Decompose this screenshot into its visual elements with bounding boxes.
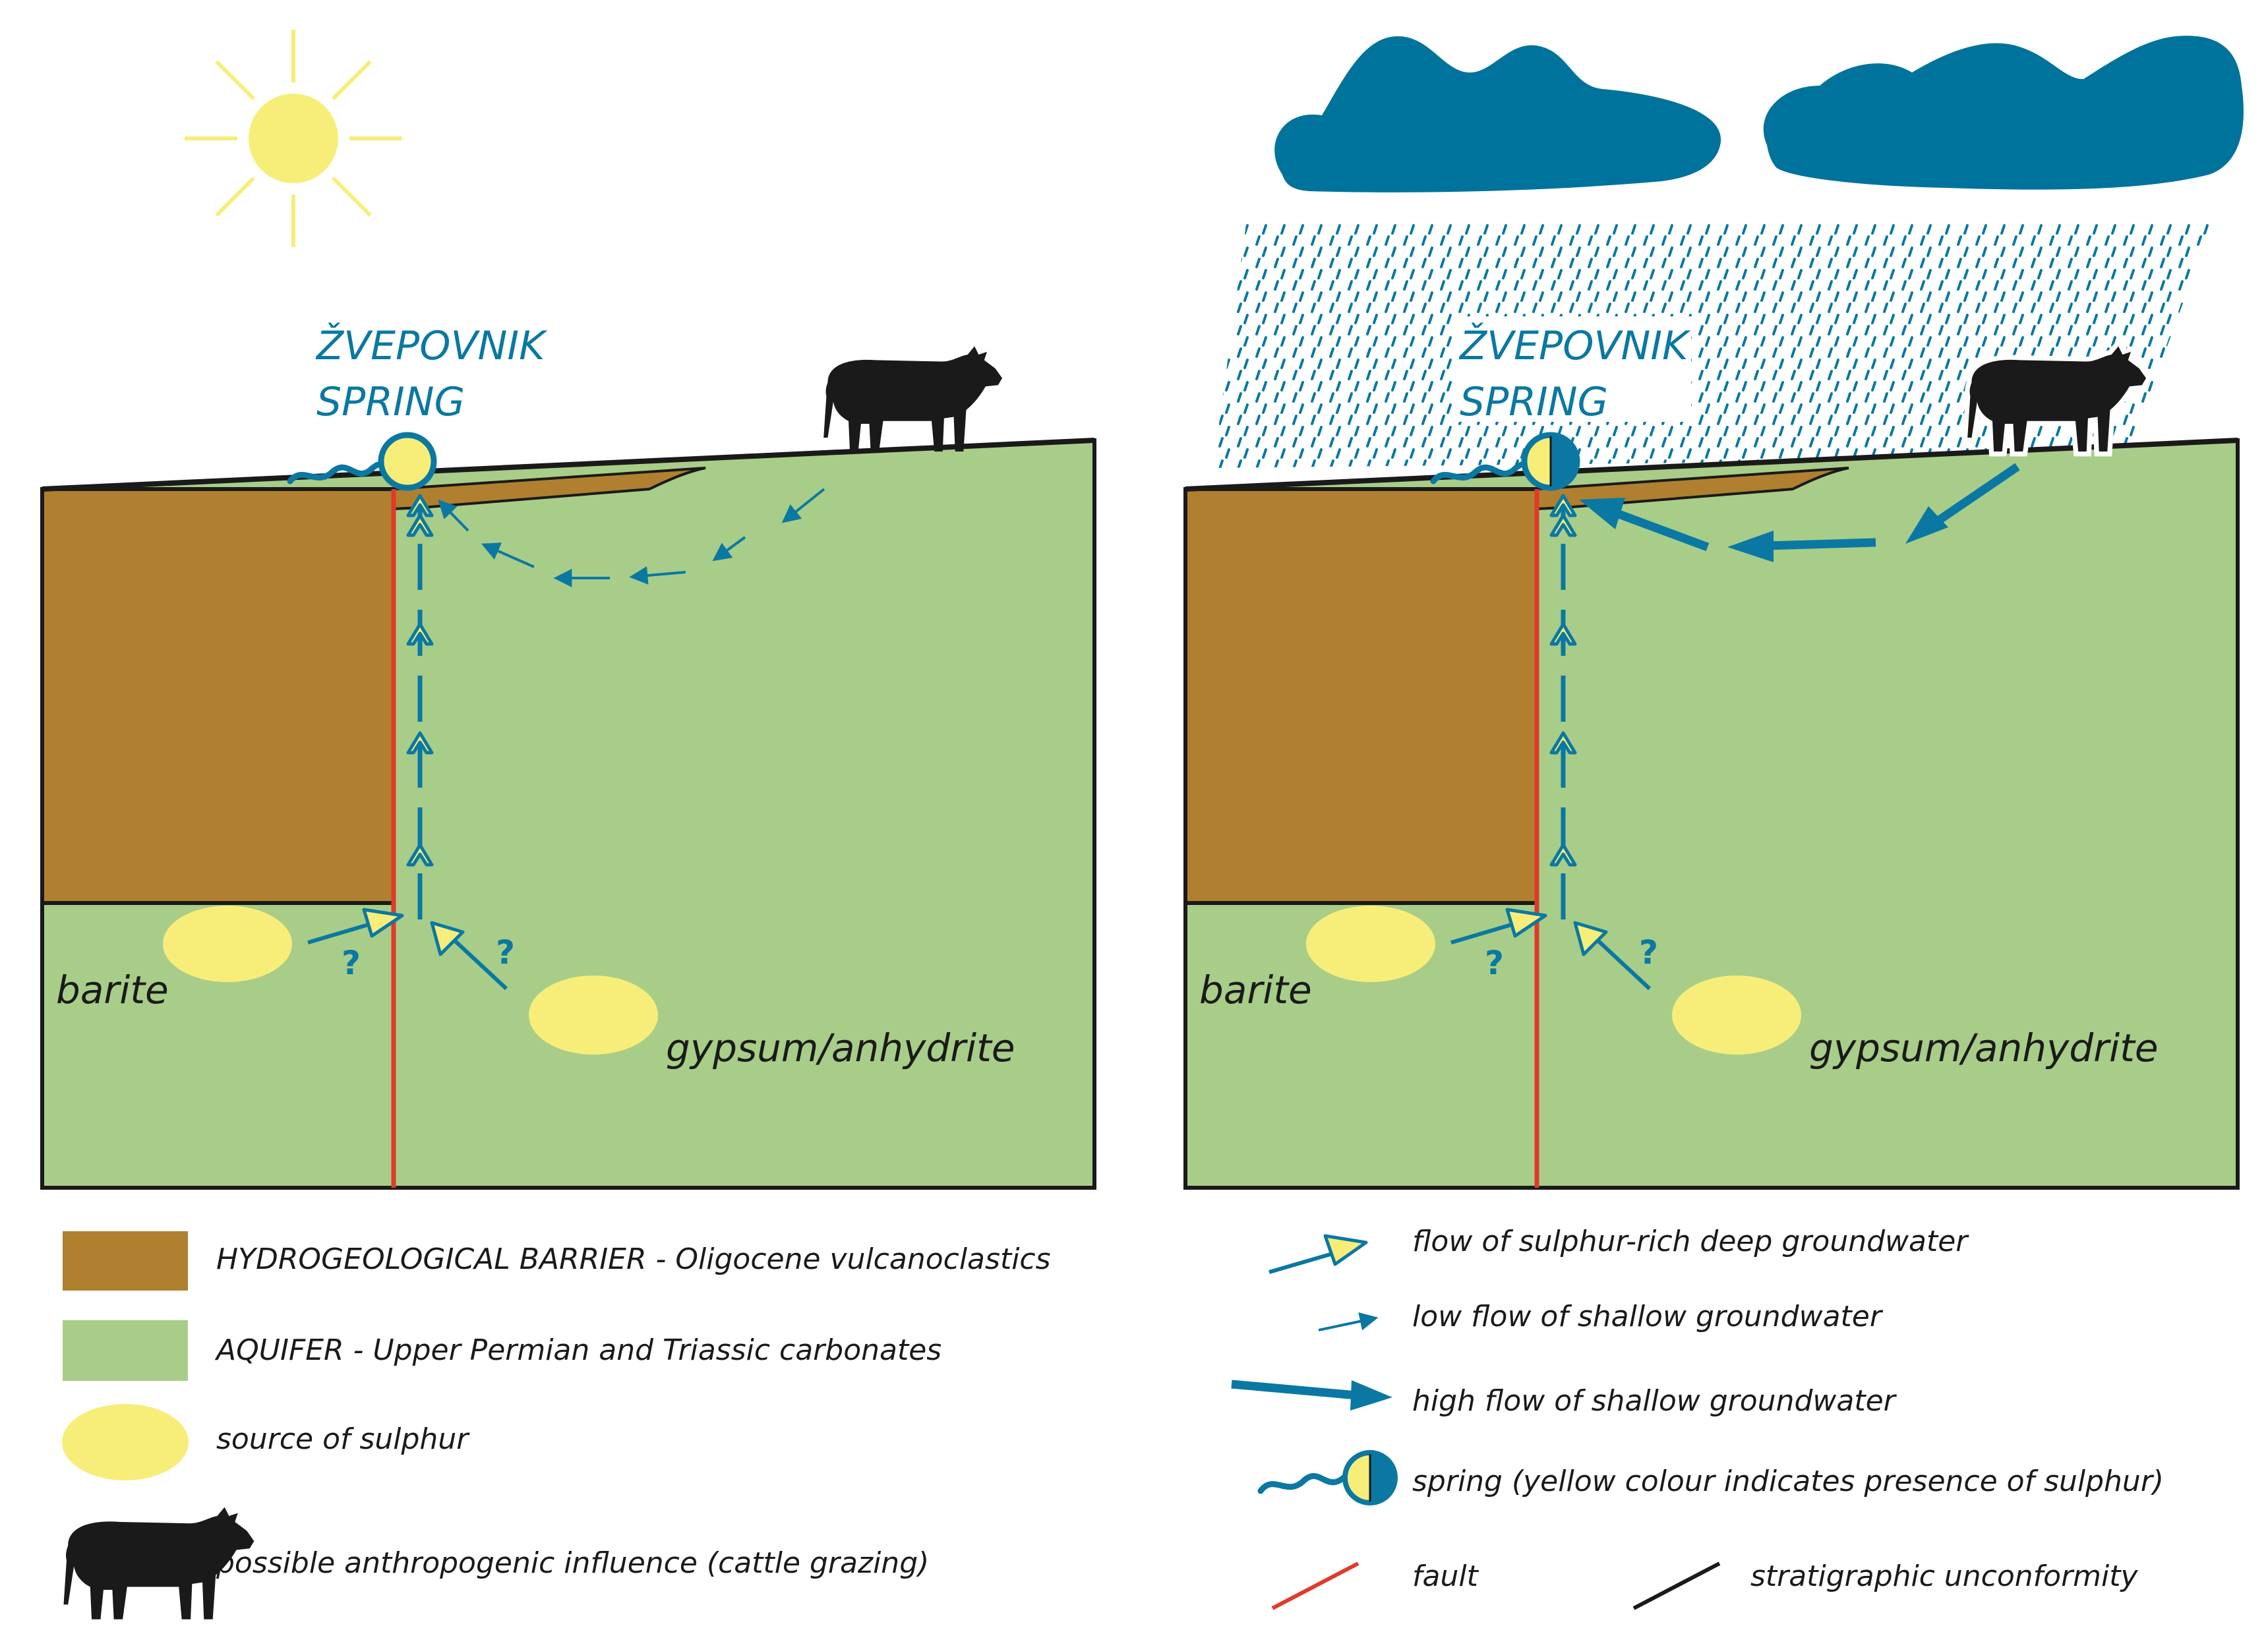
legend-spring-text: spring (yellow colour indicates presence… (1412, 1465, 2164, 1498)
deep-flow-arrowhead (1549, 843, 1577, 867)
rain-area (1213, 224, 2212, 468)
legend-right: flow of sulphur-rich deep groundwater lo… (1231, 1225, 2164, 1610)
legend-high-flow-text: high flow of shallow groundwater (1412, 1384, 1897, 1418)
low-flow-arrows (438, 488, 825, 587)
barrier-block (40, 487, 396, 905)
barrier-surface-wedge (392, 467, 706, 511)
sun-disc (249, 94, 338, 183)
deep-flow-arrowhead (406, 513, 434, 537)
legend-high-flow-icon (1231, 1380, 1392, 1411)
question-mark: ? (342, 944, 361, 982)
deep-flow-arrowhead (1549, 731, 1577, 755)
barrier-block (1183, 487, 1539, 905)
deep-flow-arrowhead (406, 731, 434, 755)
sun-ray (331, 60, 372, 101)
sun-ray (215, 176, 256, 217)
deep-flow-arrowhead (406, 494, 434, 517)
legend-sulphur-swatch (62, 1404, 189, 1480)
deep-flow-arrowhead (1549, 494, 1577, 517)
spring-icon (1521, 432, 1580, 491)
legend-aquifer-text: AQUIFER - Upper Permian and Triassic car… (214, 1333, 941, 1367)
legend-sulphur-text: source of sulphur (216, 1422, 470, 1456)
barite-label: barite (56, 968, 169, 1012)
spring-icon (378, 432, 437, 491)
deep-flow-arrowhead (406, 622, 434, 646)
legend-spring-icon (1257, 1450, 1398, 1505)
spring-name-line2: SPRING (1460, 379, 1608, 425)
source-flow-arrows (307, 908, 508, 991)
legend-low-flow-text: low flow of shallow groundwater (1412, 1300, 1884, 1333)
spring-name-line1: ŽVEPOVNIK (315, 322, 548, 369)
high-flow-arrows (1579, 463, 2020, 562)
gypsum-sulphur-source (529, 976, 658, 1055)
rain-cloud-icon (1274, 36, 1721, 192)
legend-barrier-swatch (63, 1231, 188, 1291)
spring-name-line1: ŽVEPOVNIK (1458, 322, 1691, 369)
panel-wet: ? ? ŽVEPOVNIK SPRING barite gypsum/anhyd… (1183, 36, 2244, 1190)
question-mark: ? (496, 933, 515, 972)
deep-flow-arrowhead (1549, 622, 1577, 646)
question-mark: ? (1639, 933, 1658, 972)
question-mark: ? (1485, 944, 1504, 982)
spring-name-line2: SPRING (316, 379, 465, 425)
legend-left: HYDROGEOLOGICAL BARRIER - Oligocene vulc… (62, 1231, 1051, 1619)
sun-ray (215, 60, 256, 101)
legend-deep-flow-text: flow of sulphur-rich deep groundwater (1412, 1225, 1969, 1258)
gypsum-label: gypsum/anhydrite (666, 1026, 1015, 1070)
gypsum-sulphur-source (1672, 976, 1801, 1055)
deep-flow-arrowhead (1549, 513, 1577, 537)
legend-aquifer-swatch (63, 1320, 188, 1381)
barite-label: barite (1199, 968, 1312, 1012)
deep-flow-arrowhead (406, 843, 434, 867)
legend-fault-icon (1271, 1561, 1359, 1610)
legend-cattle-text: possible anthropogenic influence (cattle… (216, 1546, 929, 1580)
stratigraphic-unconformity-line (42, 438, 1095, 492)
legend-unconformity-text: stratigraphic unconformity (1750, 1559, 2139, 1593)
stratigraphic-unconformity-line (1185, 438, 2238, 492)
cow-icon (823, 346, 1003, 452)
deep-flow-arrowheads (406, 494, 434, 867)
legend-fault-text: fault (1412, 1559, 1479, 1593)
source-flow-arrows (1450, 908, 1652, 991)
spring-label-backdrop (1454, 316, 1691, 422)
legend-deep-flow-icon (1268, 1234, 1368, 1274)
gypsum-label: gypsum/anhydrite (1809, 1026, 2159, 1070)
legend-barrier-text: HYDROGEOLOGICAL BARRIER - Oligocene vulc… (216, 1242, 1051, 1276)
deep-flow-arrowheads (1549, 494, 1577, 867)
panel-dry: ? ? ŽVEPOVNIK SPRING barite gypsum/anhyd… (40, 30, 1096, 1190)
legend-unconformity-icon (1632, 1561, 1721, 1610)
sun-icon (185, 30, 402, 247)
barite-sulphur-source (163, 906, 292, 982)
legend-low-flow-icon (1318, 1312, 1379, 1331)
sun-ray (331, 176, 372, 217)
barite-sulphur-source (1306, 906, 1435, 982)
rain-cloud-icon (1763, 36, 2244, 190)
